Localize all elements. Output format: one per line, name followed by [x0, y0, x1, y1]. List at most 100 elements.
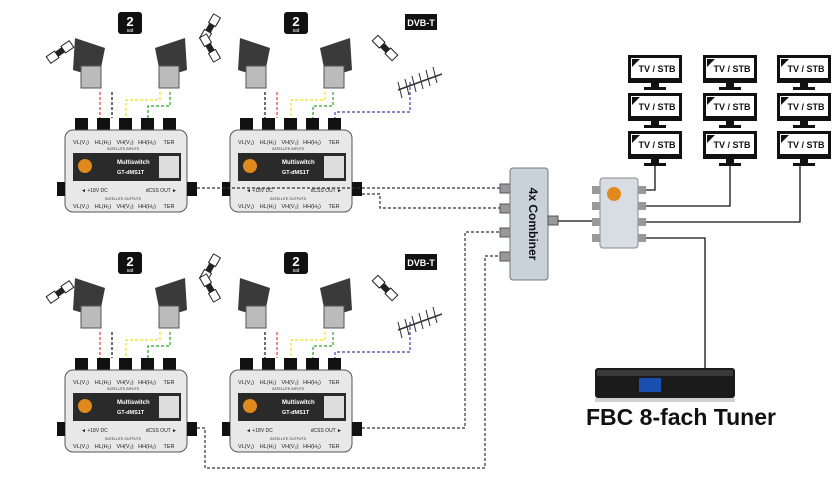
- brand-label: Multiswitch: [282, 400, 315, 406]
- badge-sub: sat: [293, 268, 300, 274]
- lnb-left: [73, 278, 105, 329]
- tv-corner-icon: [781, 59, 789, 67]
- dc-port: [222, 182, 230, 196]
- input-port-label: HH(H₂): [138, 380, 156, 386]
- dc-port: [57, 422, 65, 436]
- satellite-body: [55, 47, 65, 57]
- tv-corner-icon: [632, 135, 640, 143]
- lnb-head: [245, 65, 267, 89]
- tv-base: [719, 125, 741, 128]
- cert-marks: [324, 396, 344, 418]
- model-label: GT-dMS1T: [282, 170, 310, 176]
- brand-label: Multiswitch: [117, 400, 150, 406]
- splitter-body: [599, 177, 639, 249]
- solar-panel: [198, 273, 213, 288]
- cable-green: [147, 92, 171, 118]
- lnb-right: [155, 38, 187, 89]
- tv-label: TV / STB: [787, 140, 825, 150]
- satellite-body: [205, 43, 215, 53]
- fbc-receiver: [595, 368, 735, 402]
- cert-marks: [159, 396, 179, 418]
- tv-corner-icon: [781, 97, 789, 105]
- badge-number: 2: [126, 254, 133, 269]
- combiner-input-port: [499, 251, 511, 262]
- lnb-head: [158, 65, 180, 89]
- receiver-reflection: [595, 398, 735, 402]
- logo-text: DVB-T: [407, 258, 435, 268]
- input-port-label: VH(V₂): [116, 140, 133, 146]
- dcss-out-label: dCSS OUT ►: [146, 188, 177, 194]
- dcss-out-label: dCSS OUT ►: [146, 428, 177, 434]
- dc-label: ◄ +18V DC: [246, 188, 273, 194]
- satellite-body: [380, 43, 390, 53]
- output-port-label: VL(V₁): [73, 444, 89, 450]
- output-port-label: HH(H₂): [138, 204, 156, 210]
- badge-sub: sat: [293, 28, 300, 34]
- dcss-out-label: dCSS OUT ►: [311, 188, 342, 194]
- tv-corner-icon: [707, 135, 715, 143]
- dcss-port: [187, 182, 197, 196]
- lnb-head: [80, 65, 102, 89]
- tv-stand: [800, 121, 808, 126]
- cable-yellow: [125, 332, 161, 358]
- input-port: [141, 358, 154, 370]
- solar-panel: [384, 47, 399, 62]
- dc-port: [222, 422, 230, 436]
- input-port: [284, 118, 297, 130]
- input-port: [328, 358, 341, 370]
- dc-port: [57, 182, 65, 196]
- brand-logo-icon: [78, 159, 92, 173]
- cable-purple: [334, 322, 411, 358]
- output-port-label: HL(H₁): [95, 444, 112, 450]
- tv-label: TV / STB: [638, 64, 676, 74]
- multiswitch: VL(V₁)VL(V₁)HL(H₁)HL(H₁)VH(V₂)VH(V₂)HH(H…: [222, 118, 362, 213]
- input-port-label: VH(V₂): [281, 140, 298, 146]
- model-label: GT-dMS1T: [282, 410, 310, 416]
- input-port: [306, 358, 319, 370]
- input-port-label: HH(H₂): [138, 140, 156, 146]
- dvbt-logo: DVB-T: [405, 254, 437, 270]
- output-port-label: VH(V₂): [281, 444, 298, 450]
- tv-corner-icon: [781, 135, 789, 143]
- satellite-icon: [371, 274, 399, 302]
- tv-base: [719, 87, 741, 90]
- input-port-label: TER: [329, 140, 340, 146]
- satellite-icon: [198, 273, 222, 303]
- dc-label: ◄ +18V DC: [81, 188, 108, 194]
- splitter-to-tv-2: [646, 166, 731, 207]
- tv-label: TV / STB: [713, 64, 751, 74]
- input-port: [97, 358, 110, 370]
- tv-stand: [726, 83, 734, 88]
- badge-bg: [118, 12, 142, 34]
- input-port: [284, 358, 297, 370]
- input-port-label: TER: [329, 380, 340, 386]
- lnb-right: [320, 278, 352, 329]
- antenna-element: [432, 66, 438, 84]
- tv-label: TV / STB: [713, 102, 751, 112]
- tv-corner-icon: [707, 97, 715, 105]
- input-port: [119, 358, 132, 370]
- input-port: [163, 118, 176, 130]
- badge-number: 2: [292, 14, 299, 29]
- cable-purple: [334, 82, 411, 118]
- tv-label: TV / STB: [787, 102, 825, 112]
- lnb-head: [323, 305, 345, 329]
- multiswitch: VL(V₁)VL(V₁)HL(H₁)HL(H₁)VH(V₂)VH(V₂)HH(H…: [57, 358, 197, 453]
- splitter-to-tuner: [646, 237, 706, 368]
- tv-stand: [651, 159, 659, 164]
- dc-label: ◄ +18V DC: [81, 428, 108, 434]
- input-port-label: HL(H₁): [260, 380, 277, 386]
- satellite-body: [380, 283, 390, 293]
- input-port: [119, 118, 132, 130]
- solar-panel: [207, 288, 222, 303]
- brand-label: Multiswitch: [117, 160, 150, 166]
- lnb-right: [155, 278, 187, 329]
- output-port-label: HL(H₁): [95, 204, 112, 210]
- dcss-port: [187, 422, 197, 436]
- satellite-body: [205, 283, 215, 293]
- brand-logo-icon: [78, 399, 92, 413]
- tv-screen: [780, 134, 828, 154]
- output-port-label: HL(H₁): [260, 444, 277, 450]
- lnb-head: [323, 65, 345, 89]
- tv-base: [793, 125, 815, 128]
